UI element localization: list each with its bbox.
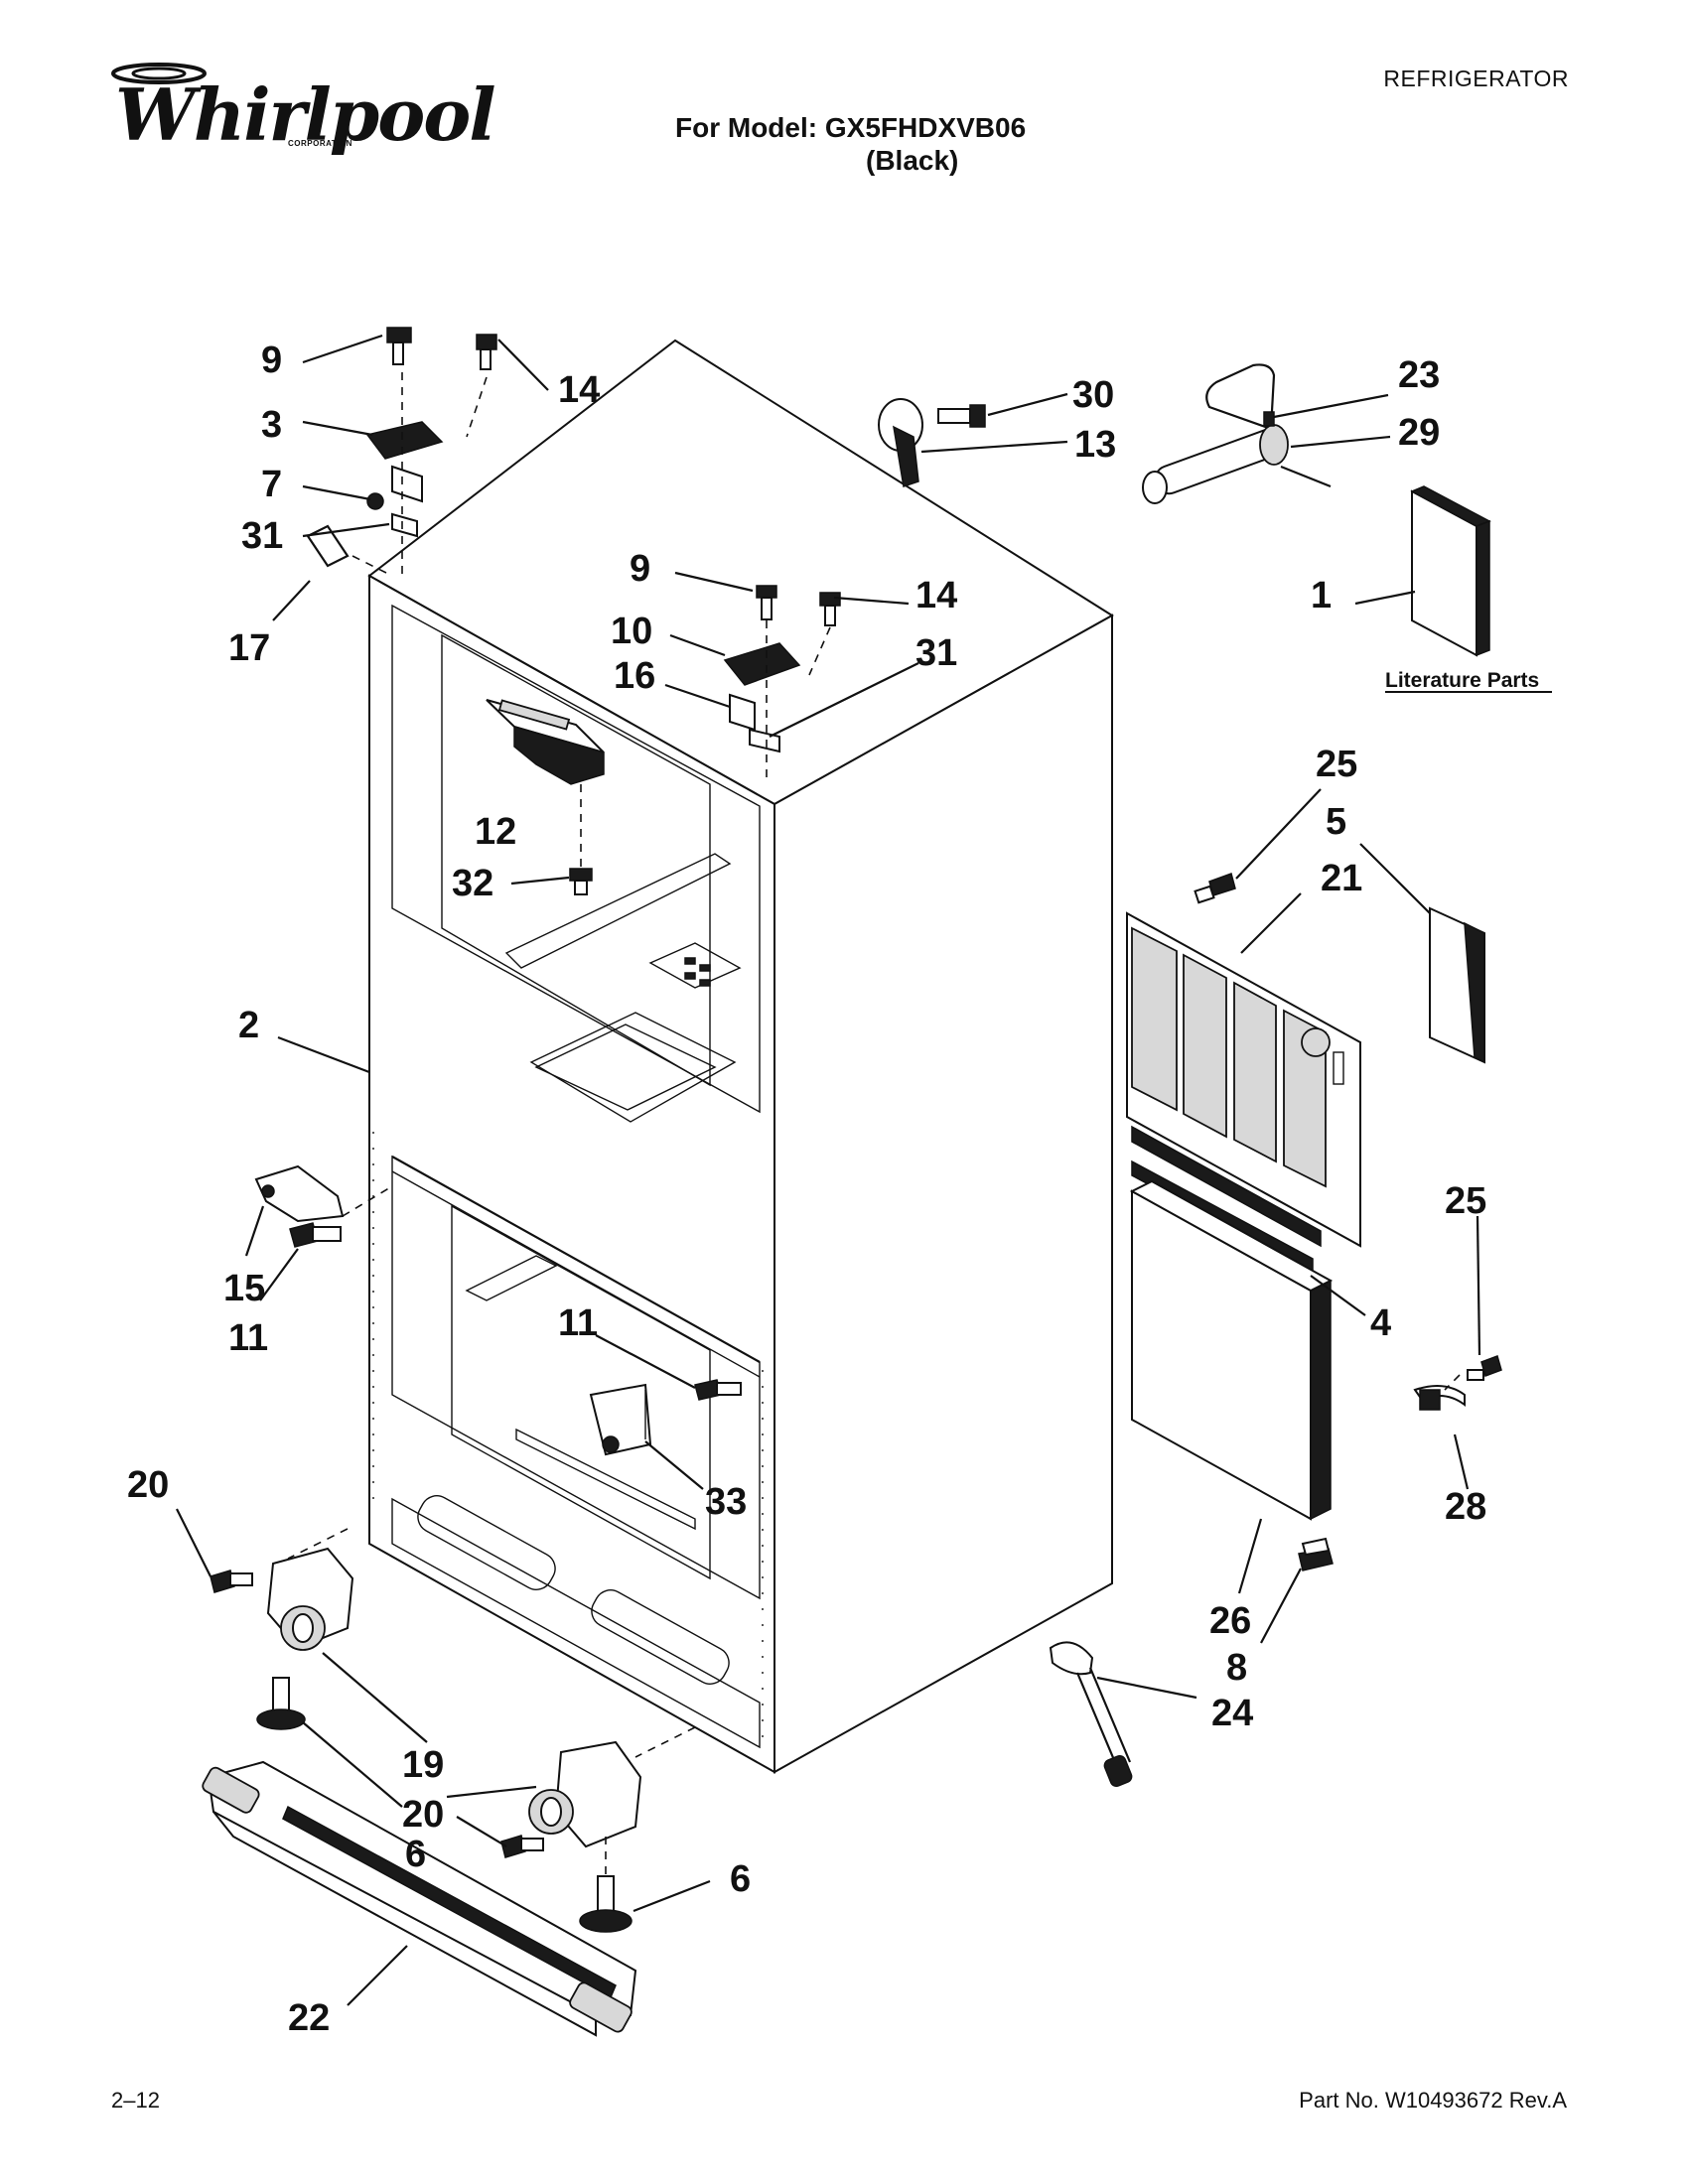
part-5-clip	[1429, 906, 1485, 1064]
callout: 31	[241, 515, 283, 557]
callout: 31	[915, 632, 957, 674]
part-8-clip	[1298, 1537, 1334, 1571]
model-color: (Black)	[866, 145, 959, 176]
callout: 3	[261, 404, 282, 446]
callout: 25	[1316, 744, 1357, 785]
brand-name: Whirlpool	[115, 72, 496, 157]
literature-pack	[1410, 485, 1491, 657]
callout: 9	[261, 340, 282, 381]
callout: 12	[475, 811, 516, 853]
part-13-30	[878, 398, 986, 487]
whirlpool-logo	[107, 60, 226, 94]
callout: 25	[1445, 1180, 1486, 1222]
callout: 6	[405, 1834, 426, 1875]
model-title: For Model: GX5FHDXVB06	[675, 112, 1027, 143]
brand-subtitle: CORPORATION	[288, 139, 352, 148]
callout: 33	[705, 1481, 747, 1523]
logo-swirl-icon	[111, 63, 207, 84]
callout: 16	[614, 655, 655, 697]
base-grille	[202, 1760, 637, 2037]
callout: 5	[1326, 801, 1346, 843]
callout: 26	[1209, 1600, 1251, 1642]
rear-access-cover	[1126, 911, 1361, 1248]
callout: 13	[1074, 424, 1116, 466]
callout: 20	[402, 1794, 444, 1836]
cabinet-assembly	[367, 339, 1114, 1774]
callout: 10	[611, 611, 652, 652]
callout: 1	[1311, 575, 1332, 616]
document-part-number: Part No. W10493672 Rev.A	[1299, 2088, 1567, 2113]
callout: 23	[1398, 354, 1440, 396]
page-number: 2–12	[111, 2088, 160, 2113]
callout: 30	[1072, 374, 1114, 416]
bracket-12	[486, 699, 605, 895]
screw-25-top	[1194, 873, 1236, 904]
callout: 8	[1226, 1647, 1247, 1689]
callout: 20	[127, 1464, 169, 1506]
part-23-29	[1142, 363, 1332, 504]
callout: 22	[288, 1997, 330, 2039]
callout: 14	[915, 575, 957, 616]
callout: 14	[558, 369, 600, 411]
callout: 9	[630, 548, 650, 590]
kick-plate	[1129, 1160, 1334, 1521]
vent-slots	[684, 957, 711, 987]
callout: 19	[402, 1744, 444, 1786]
callout: 6	[730, 1858, 751, 1900]
callout: 7	[261, 464, 282, 505]
callout: 2	[238, 1005, 259, 1046]
callout: 17	[228, 627, 270, 669]
center-hinge	[723, 585, 841, 784]
caster-right	[500, 1726, 696, 1933]
part-28-clamp	[1413, 1355, 1502, 1411]
callout: 15	[223, 1268, 265, 1309]
callout: 11	[228, 1317, 268, 1359]
callout: 24	[1211, 1693, 1253, 1734]
callout-numbers: 9 3 7 31 17 14 30 13 23 29 1 9 10 16 14 …	[127, 340, 1552, 2039]
document-category: REFRIGERATOR	[1383, 66, 1569, 91]
grille-slots	[1131, 926, 1327, 1188]
leader-lines	[176, 334, 1481, 2006]
literature-parts-label: Literature Parts	[1385, 669, 1539, 692]
part-24-tool	[1049, 1641, 1133, 1788]
callout: 21	[1321, 858, 1362, 899]
top-hinge-left	[306, 327, 497, 577]
callout: 11	[558, 1302, 598, 1344]
callout: 28	[1445, 1486, 1486, 1528]
callout: 32	[452, 863, 493, 904]
callout: 4	[1370, 1302, 1391, 1344]
part-15-bracket	[254, 1164, 393, 1248]
callout: 29	[1398, 412, 1440, 454]
caster-left	[210, 1528, 354, 1730]
